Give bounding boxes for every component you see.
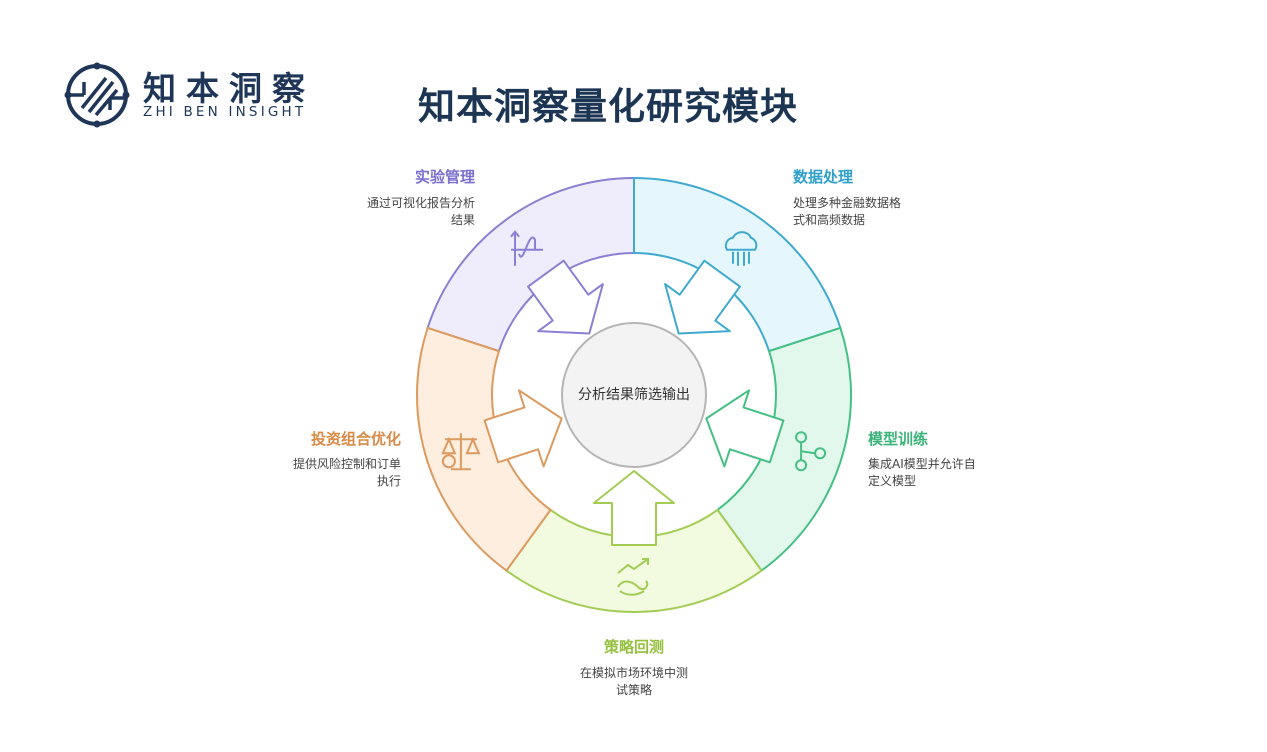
model-title: 模型训练 bbox=[868, 430, 929, 448]
data-arrow bbox=[664, 259, 741, 335]
portfolio-desc-line2: 执行 bbox=[376, 474, 401, 488]
portfolio-segment bbox=[416, 326, 552, 572]
portfolio-arrow bbox=[483, 389, 563, 468]
center-label: 分析结果筛选输出 bbox=[578, 387, 690, 403]
data-title: 数据处理 bbox=[793, 168, 854, 186]
backtest-desc: 在模拟市场环境中测试策略 bbox=[534, 665, 734, 699]
experiment-desc-line1: 通过可视化报告分析 bbox=[366, 196, 475, 210]
balance-scale-icon bbox=[441, 433, 481, 471]
cloud-data-icon bbox=[724, 231, 758, 266]
experiment-desc-line2: 结果 bbox=[450, 213, 475, 227]
branch-nodes-icon bbox=[795, 431, 827, 472]
experiment-segment bbox=[426, 176, 635, 353]
model-desc: 集成AI模型并允许自定义模型 bbox=[868, 456, 976, 490]
backtest-desc-line1: 在模拟市场环境中测 bbox=[579, 666, 688, 680]
experiment-title: 实验管理 bbox=[414, 168, 475, 186]
logo-text-en: ZHI BEN INSIGHT bbox=[143, 104, 307, 120]
backtest-segment bbox=[505, 508, 763, 613]
model-arrow bbox=[705, 389, 785, 468]
branch-nodes-icon-path bbox=[795, 431, 827, 472]
portfolio-title: 投资组合优化 bbox=[310, 430, 401, 448]
balance-scale-icon-path bbox=[441, 433, 481, 471]
backtest-desc-line2: 试策略 bbox=[615, 683, 652, 697]
growth-hand-icon-path bbox=[617, 558, 649, 596]
portfolio-desc-line1: 提供风险控制和订单 bbox=[292, 457, 401, 471]
sine-wave-icon-path bbox=[510, 230, 544, 266]
model-segment bbox=[716, 326, 852, 572]
data-desc-line2: 式和高频数据 bbox=[793, 213, 866, 227]
sine-wave-icon bbox=[510, 230, 544, 266]
portfolio-desc: 提供风险控制和订单执行 bbox=[293, 456, 401, 490]
growth-hand-icon bbox=[617, 558, 649, 596]
backtest-arrow bbox=[593, 470, 675, 546]
experiment-desc: 通过可视化报告分析结果 bbox=[367, 195, 475, 229]
model-desc-line2: 定义模型 bbox=[868, 474, 917, 488]
data-desc-line1: 处理多种金融数据格 bbox=[793, 196, 902, 210]
center-circle bbox=[561, 322, 707, 468]
model-desc-line1: 集成AI模型并允许自 bbox=[868, 457, 976, 471]
backtest-title: 策略回测 bbox=[603, 638, 664, 656]
experiment-arrow bbox=[527, 259, 604, 335]
page-title: 知本洞察量化研究模块 bbox=[418, 85, 798, 128]
cloud-data-icon-path bbox=[724, 231, 758, 266]
logo-text-cn: 知本洞察 bbox=[143, 69, 315, 108]
data-desc: 处理多种金融数据格式和高频数据 bbox=[793, 195, 901, 229]
logo-icon bbox=[64, 62, 130, 128]
